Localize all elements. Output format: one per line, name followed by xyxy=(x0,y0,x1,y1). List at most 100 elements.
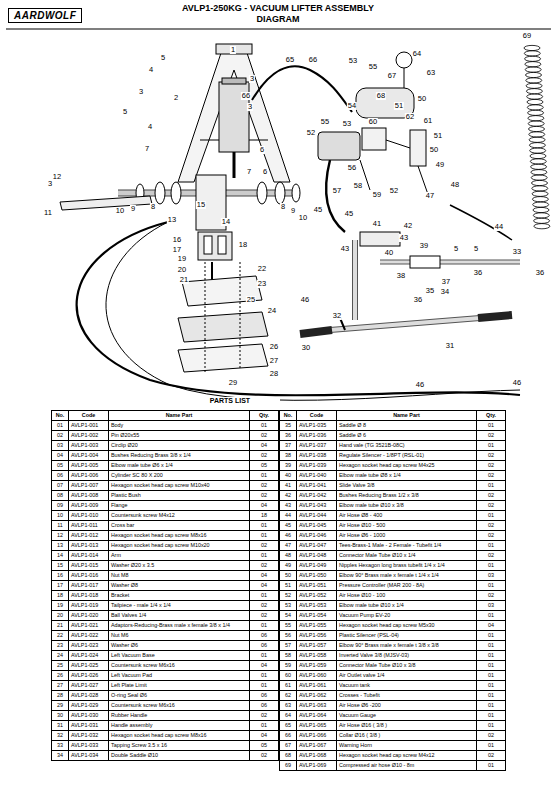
cell-text: 01 xyxy=(488,632,494,638)
callout-number: 15 xyxy=(196,201,206,209)
table-cell: 54 xyxy=(280,611,297,621)
cell-text: Saddle Ø 6 xyxy=(339,432,366,438)
cell-text: 01 xyxy=(488,762,494,768)
table-cell: AVLP1-044 xyxy=(297,511,337,521)
table-cell: AVLP1-064 xyxy=(297,711,337,721)
cell-text: 16 xyxy=(57,572,63,578)
table-cell: 02 xyxy=(250,601,279,611)
table-cell: 01 xyxy=(477,681,506,691)
cell-text: 69 xyxy=(285,762,291,768)
cell-text: 56 xyxy=(285,632,291,638)
table-cell: AVLP1-030 xyxy=(69,711,109,721)
cell-text: Countersunk screw M4x12 xyxy=(111,512,175,518)
table-cell: Flange xyxy=(109,501,250,511)
table-cell: 01 xyxy=(477,421,506,431)
table-cell: 48 xyxy=(280,551,297,561)
cell-text: 01 xyxy=(488,652,494,658)
table-cell: 03 xyxy=(477,571,506,581)
cell-text: 61 xyxy=(285,682,291,688)
table-cell: AVLP1-013 xyxy=(69,541,109,551)
table-cell: AVLP1-037 xyxy=(297,441,337,451)
cell-text: AVLP1-005 xyxy=(71,462,98,468)
table-cell: AVLP1-040 xyxy=(297,471,337,481)
cell-text: 02 xyxy=(261,602,267,608)
table-cell: 01 xyxy=(477,441,506,451)
cell-text: 01 xyxy=(261,552,267,558)
cell-text: 48 xyxy=(285,552,291,558)
callout-number: 18 xyxy=(238,241,248,249)
cell-text: AVLP1-008 xyxy=(71,492,98,498)
cell-text: 01 xyxy=(261,722,267,728)
table-cell: Connector Male Tube Ø10 x 3/8 xyxy=(337,661,477,671)
callout-number: 11 xyxy=(43,209,53,217)
table-cell: 01 xyxy=(250,521,279,531)
cell-text: Hexagon socket head cap screw M8x16 xyxy=(111,732,207,738)
cell-text: Hexagon socket head cap screw M5x30 xyxy=(339,622,435,628)
cell-text: AVLP1-041 xyxy=(299,482,326,488)
cell-text: 15 xyxy=(57,562,63,568)
table-cell: Collar Ø16 ( 3/8 ) xyxy=(337,731,477,741)
cell-text: 01 xyxy=(488,542,494,548)
cell-text: AVLP1-013 xyxy=(71,542,98,548)
table-cell: 37 xyxy=(280,441,297,451)
table-cell: 47 xyxy=(280,541,297,551)
table-cell: Hexagon socket head cap screw M8x16 xyxy=(109,531,250,541)
cell-text: 68 xyxy=(285,752,291,758)
cell-text: AVLP1-042 xyxy=(299,492,326,498)
callout-number: 5 xyxy=(160,54,166,62)
table-cell: AVLP1-029 xyxy=(69,701,109,711)
table-cell: 02 xyxy=(477,451,506,461)
cell-text: Warning Horn xyxy=(339,742,372,748)
callout-number: 47 xyxy=(425,192,435,200)
cell-text: 23 xyxy=(57,642,63,648)
callout-number: 5 xyxy=(453,245,459,253)
table-cell: AVLP1-052 xyxy=(297,591,337,601)
table-cell: 01 xyxy=(250,651,279,661)
cell-text: 64 xyxy=(285,712,291,718)
table-cell: Regulate Silencer - 1/8PT (RSL-01) xyxy=(337,451,477,461)
table-cell: 02 xyxy=(477,731,506,741)
table-cell: 02 xyxy=(477,431,506,441)
header-text: Code xyxy=(310,412,323,418)
callout-number: 53 xyxy=(348,57,358,65)
cell-text: 01 xyxy=(261,672,267,678)
cell-text: 02 xyxy=(488,752,494,758)
cell-text: 50 xyxy=(285,572,291,578)
table-cell: 02 xyxy=(52,431,69,441)
table-cell: 34 xyxy=(52,751,69,761)
cell-text: AVLP1-034 xyxy=(71,752,98,758)
cell-text: AVLP1-035 xyxy=(299,422,326,428)
cell-text: AVLP1-021 xyxy=(71,622,98,628)
cell-text: AVLP1-016 xyxy=(71,572,98,578)
cell-text: 01 xyxy=(261,652,267,658)
cell-text: 05 xyxy=(57,462,63,468)
cell-text: AVLP1-047 xyxy=(299,542,326,548)
table-cell: Saddle Ø 6 xyxy=(337,431,477,441)
cell-text: Countersunk screw M6x16 xyxy=(111,662,175,668)
cell-text: 01 xyxy=(488,692,494,698)
callout-number: 5 xyxy=(122,108,128,116)
table-cell: 02 xyxy=(250,451,279,461)
cell-text: 47 xyxy=(285,542,291,548)
table-cell: 01 xyxy=(250,671,279,681)
table-cell: 17 xyxy=(52,581,69,591)
cell-text: AVLP1-061 xyxy=(299,682,326,688)
cell-text: Tees-Brass-1 Male - 2 Female - Tubefit 1… xyxy=(339,542,441,548)
table-cell: AVLP1-069 xyxy=(297,761,337,771)
cell-text: AVLP1-056 xyxy=(299,632,326,638)
table-cell: 67 xyxy=(280,741,297,751)
cell-text: AVLP1-048 xyxy=(299,552,326,558)
table-cell: Hexagon socket head cap screw M8x16 xyxy=(109,731,250,741)
table-cell: 44 xyxy=(280,511,297,521)
cell-text: 46 xyxy=(285,532,291,538)
table-cell: AVLP1-046 xyxy=(297,531,337,541)
cell-text: 01 xyxy=(261,622,267,628)
table-header-cell: Qty. xyxy=(477,411,506,421)
callout-number: 33 xyxy=(512,248,522,256)
table-header-cell: Name Part xyxy=(337,411,477,421)
cell-text: AVLP1-068 xyxy=(299,752,326,758)
cell-text: 02 xyxy=(488,492,494,498)
cell-text: Ball Valves 1/4 xyxy=(111,612,146,618)
table-cell: 03 xyxy=(477,601,506,611)
cell-text: AVLP1-030 xyxy=(71,712,98,718)
